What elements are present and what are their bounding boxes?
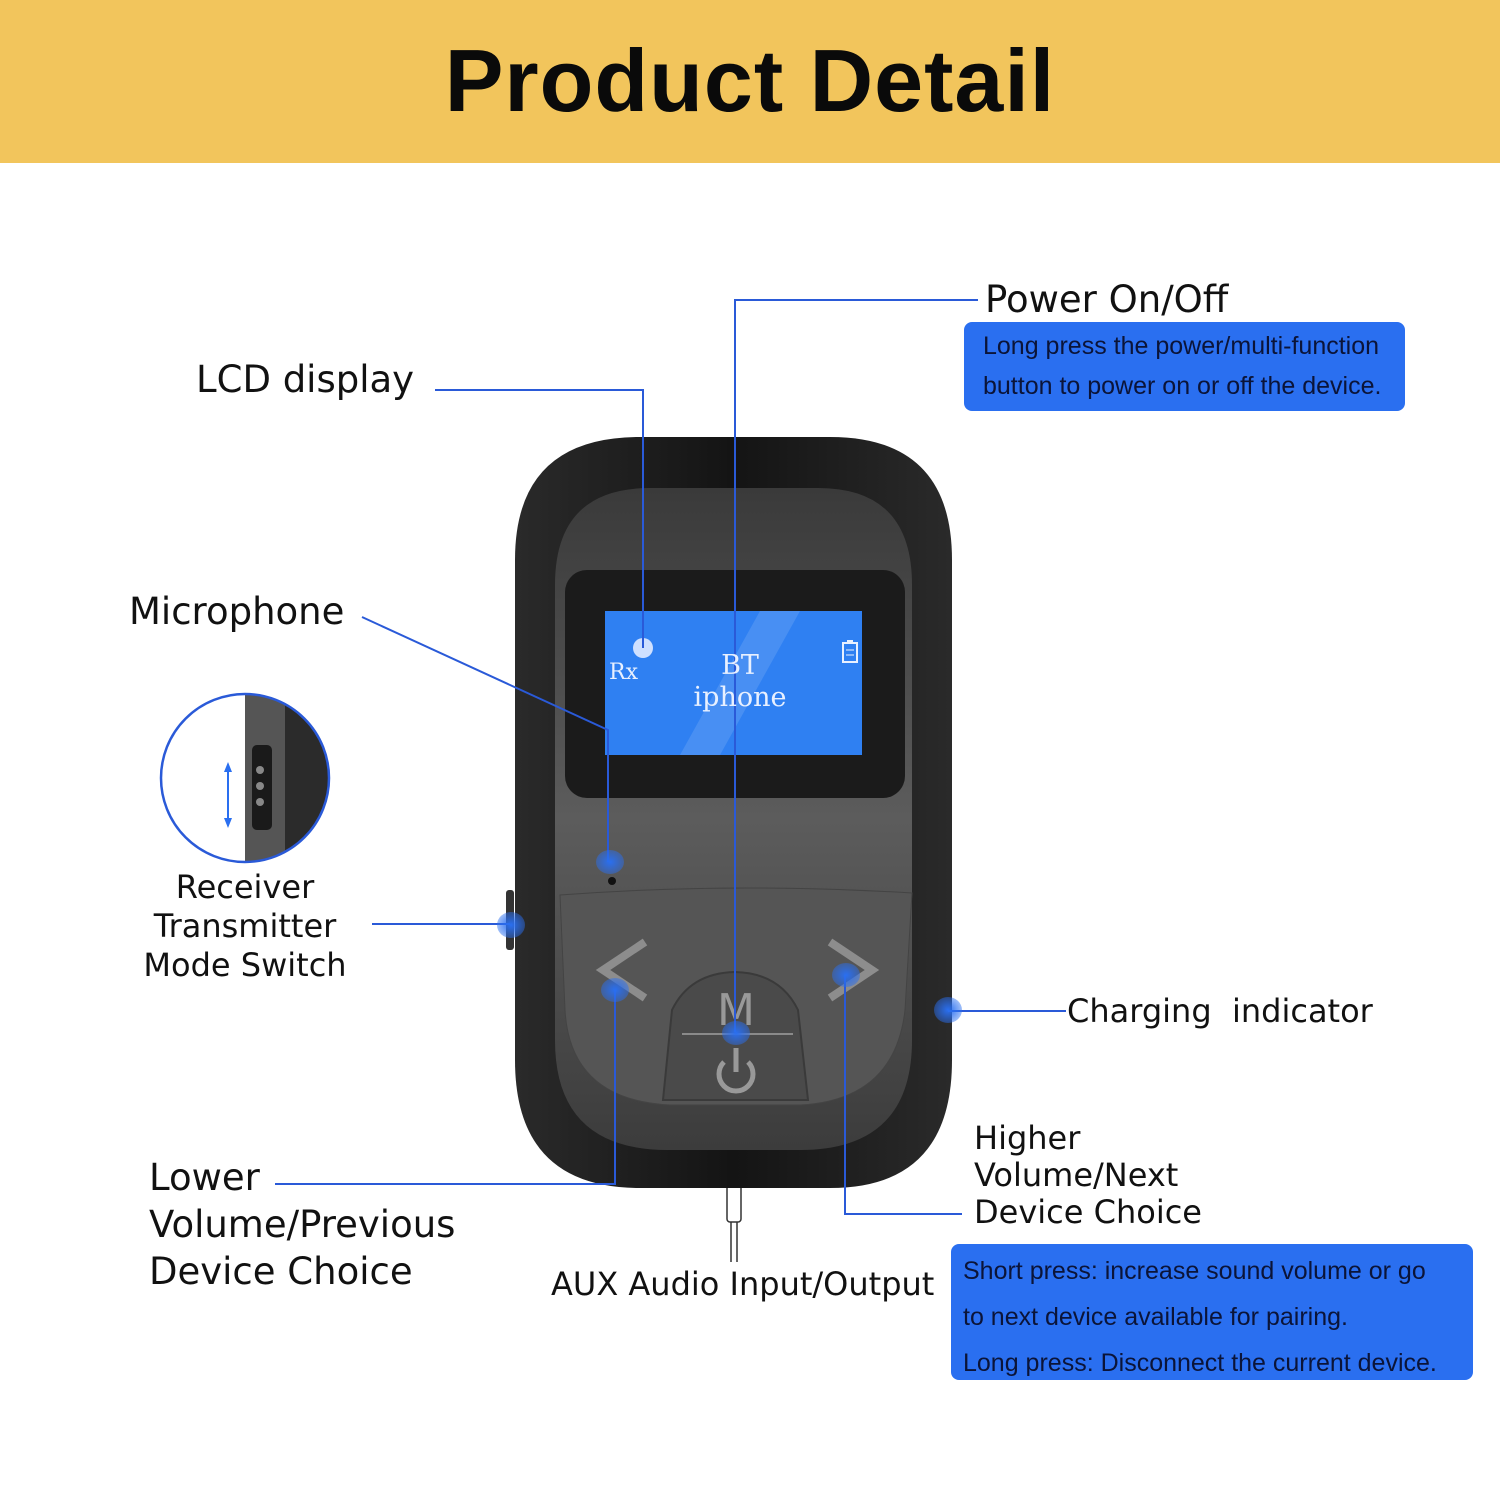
battery-icon [842, 640, 858, 663]
lcd-mode-text: Rx [609, 660, 638, 685]
page-title: Product Detail [444, 31, 1056, 130]
label-line: Mode Switch [143, 946, 347, 984]
label-line: Higher [974, 1119, 1081, 1157]
desc-line: Long press: Disconnect the current devic… [963, 1349, 1437, 1377]
header-banner [0, 0, 1500, 163]
desc-line: to next device available for pairing. [963, 1303, 1348, 1331]
power-desc-line: Long press the power/multi-function [983, 332, 1380, 360]
higher-volume-label: Higher Volume/Next Device Choice [974, 1120, 1202, 1231]
lcd-line1: BT [721, 650, 759, 681]
microphone-label: Microphone [129, 590, 345, 633]
hotspot-markers [497, 850, 962, 1045]
label-line: Transmitter [153, 907, 337, 945]
power-desc-line: button to power on or off the device. [983, 372, 1382, 400]
higher-volume-description-box: Short press: increase sound volume or go… [951, 1244, 1473, 1380]
label-line: Device Choice [149, 1250, 413, 1293]
label-line: Volume/Next [974, 1156, 1179, 1194]
leader-lines [275, 299, 1066, 1215]
lower-volume-label: Lower Volume/Previous Device Choice [149, 1154, 455, 1295]
lcd-line2: iphone [693, 682, 787, 713]
label-line: Receiver [175, 868, 315, 906]
microphone-hole [608, 877, 616, 885]
lcd-display-label: LCD display [196, 358, 415, 401]
mode-switch-inset [159, 692, 331, 864]
label-line: Lower [149, 1156, 260, 1199]
power-label: Power On/Off [985, 278, 1229, 321]
label-line: Device Choice [974, 1193, 1202, 1231]
power-icon [716, 1048, 756, 1094]
label-line: Volume/Previous [149, 1203, 456, 1246]
lcd-screen [605, 611, 862, 755]
aux-label: AUX Audio Input/Output [551, 1265, 935, 1303]
power-description-box: Long press the power/multi-function butt… [964, 322, 1405, 411]
mode-switch-label: Receiver Transmitter Mode Switch [130, 868, 360, 985]
desc-line: Short press: increase sound volume or go [963, 1257, 1426, 1285]
charging-indicator-label: Charging indicator [1067, 992, 1373, 1030]
previous-arrow-icon[interactable] [595, 938, 648, 1002]
